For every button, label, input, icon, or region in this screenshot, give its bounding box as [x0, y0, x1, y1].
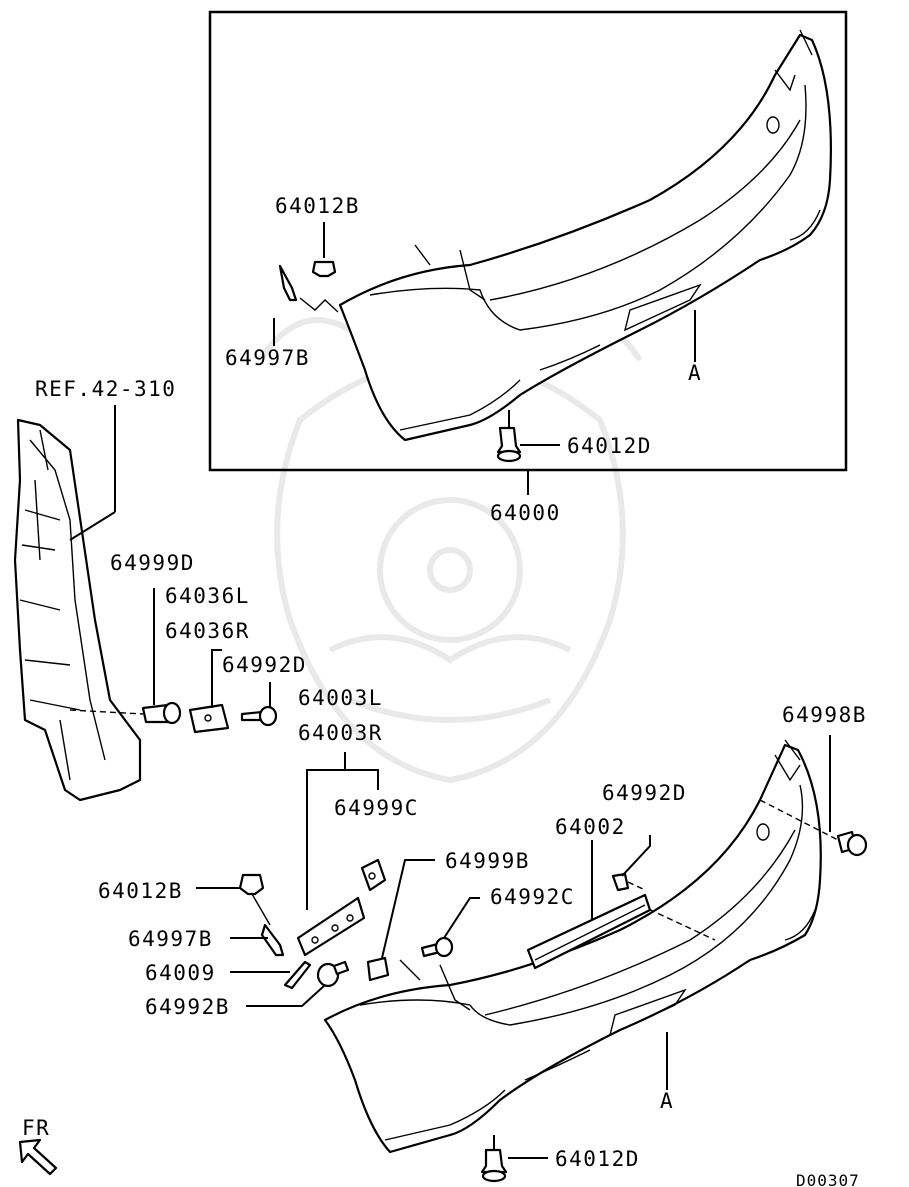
label-64002: 64002 — [555, 815, 626, 839]
screw-64992D-right — [611, 872, 646, 892]
label-64992B: 64992B — [145, 995, 230, 1019]
screw-64992B — [316, 960, 350, 988]
rivet-64997B-top — [278, 264, 298, 302]
pad-64009 — [283, 960, 312, 990]
label-64036L: 64036L — [165, 584, 250, 608]
bracket-64036 — [188, 703, 230, 734]
nut-64999B — [366, 956, 390, 982]
clip-64012D-lower — [480, 1135, 508, 1183]
label-64012B-lower: 64012B — [98, 879, 183, 903]
label-direction-fr: FR — [22, 1116, 50, 1140]
screw-64992D-left — [240, 705, 278, 727]
clip-64012D-top — [496, 410, 522, 463]
label-64000: 64000 — [490, 501, 561, 525]
label-64999D: 64999D — [110, 551, 195, 575]
label-64012D-top: 64012D — [567, 434, 652, 458]
rivet-64997B-lower — [260, 923, 285, 957]
label-64009: 64009 — [145, 961, 216, 985]
label-64003L: 64003L — [298, 686, 383, 710]
label-64992D-left: 64992D — [222, 653, 307, 677]
label-64036R: 64036R — [165, 619, 250, 643]
watermark-emblem — [257, 317, 643, 784]
drawing-code: D00307 — [796, 1171, 860, 1187]
label-64012B-top: 64012B — [275, 194, 360, 218]
label-64992D-right: 64992D — [602, 781, 687, 805]
front-arrow-icon — [18, 1138, 58, 1176]
clip-64012B-top — [311, 222, 337, 278]
screw-64992C — [420, 936, 454, 958]
reinforcement-64002 — [526, 893, 652, 970]
label-64997B-lower: 64997B — [128, 927, 213, 951]
label-64997B-top: 64997B — [225, 346, 310, 370]
bracket-64003 — [296, 896, 366, 957]
label-A-top: A — [688, 361, 702, 385]
bolt-64998B — [759, 799, 868, 857]
body-panel-ref — [13, 418, 142, 802]
label-64999B: 64999B — [445, 849, 530, 873]
label-64992C: 64992C — [490, 885, 575, 909]
label-64003R: 64003R — [298, 721, 383, 745]
rear-bumper-upper — [338, 29, 832, 442]
nut-64999D — [69, 701, 182, 725]
label-64999C: 64999C — [334, 796, 419, 820]
clip-64012B-lower — [238, 873, 271, 926]
label-64012D-lower: 64012D — [555, 1147, 640, 1171]
nut-64999C — [360, 858, 387, 892]
label-64998B: 64998B — [782, 703, 867, 727]
label-ref-42-310: REF.42-310 — [35, 377, 176, 401]
label-A-lower: A — [660, 1089, 674, 1113]
